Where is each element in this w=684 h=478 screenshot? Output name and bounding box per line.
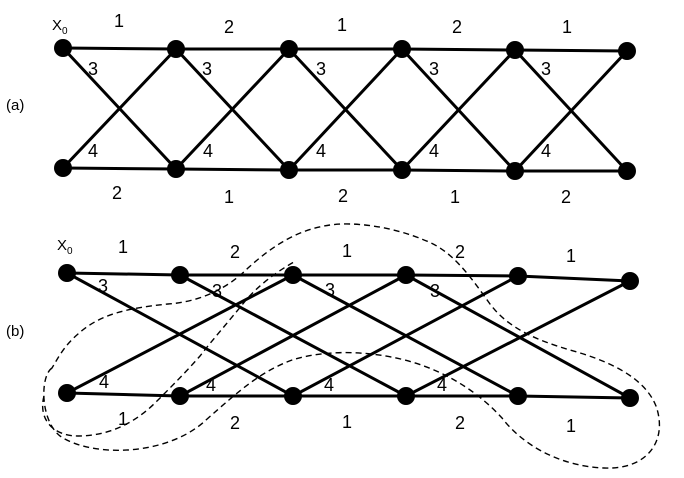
edge-label: 1 (337, 15, 347, 35)
edge-label: 3 (88, 59, 98, 79)
edge-label: 4 (541, 141, 551, 161)
node (393, 40, 411, 58)
node (506, 162, 524, 180)
panel-a-nodes (54, 39, 636, 180)
edge-label: 4 (324, 375, 334, 395)
node (284, 266, 302, 284)
edge (513, 48, 629, 53)
edge (404, 273, 632, 400)
edge-label: 2 (224, 17, 234, 37)
edge-label: 3 (541, 59, 551, 79)
node (54, 39, 72, 57)
edge-label: 1 (114, 11, 124, 31)
node (509, 267, 527, 285)
edge (404, 273, 520, 278)
edge-label: 3 (430, 281, 440, 301)
edge-label: 3 (202, 59, 212, 79)
edge-label: 2 (230, 242, 240, 262)
edge (516, 394, 632, 400)
node (171, 266, 189, 284)
node (393, 161, 411, 179)
edge-label: 2 (338, 186, 348, 206)
edge-label: 3 (325, 280, 335, 300)
edge-label: 2 (112, 183, 122, 203)
edge-label: 2 (561, 187, 571, 207)
panel-a-edges (61, 46, 629, 173)
edge (516, 274, 632, 283)
edge-label: 1 (224, 187, 234, 207)
node (280, 161, 298, 179)
node (54, 159, 72, 177)
panel-b-nodes (58, 264, 639, 407)
edge-label: 3 (212, 281, 222, 301)
edge-label: 1 (342, 412, 352, 432)
node (171, 387, 189, 405)
panel-b-edges (65, 271, 632, 400)
node (167, 40, 185, 58)
edge-label: 4 (429, 141, 439, 161)
edge-label: 1 (118, 237, 128, 257)
node (506, 41, 524, 59)
panel-a: (a) X0 (6, 11, 636, 207)
panel-a-label: (a) (6, 97, 24, 114)
edge-label: 4 (437, 375, 447, 395)
edge-label: 1 (562, 17, 572, 37)
node (58, 264, 76, 282)
edge-label: 2 (230, 413, 240, 433)
edge (65, 273, 295, 395)
edge (174, 47, 291, 171)
edge (513, 49, 629, 173)
edge-label: 2 (455, 242, 465, 262)
edge-label: 2 (452, 17, 462, 37)
edge (291, 274, 520, 398)
edge (404, 279, 632, 398)
edge-label: 4 (203, 141, 213, 161)
edge (61, 166, 178, 171)
edge (65, 271, 182, 277)
edge-label: 4 (206, 375, 216, 395)
node (509, 387, 527, 405)
edge (287, 47, 404, 172)
node (58, 384, 76, 402)
edge-label: 4 (99, 372, 109, 392)
panel-b: (b) X0 (6, 223, 661, 469)
edge-label: 4 (316, 141, 326, 161)
node (397, 266, 415, 284)
edge (65, 391, 182, 398)
edge-label: 1 (450, 187, 460, 207)
panel-b-start-label: X0 (57, 237, 73, 257)
node (280, 40, 298, 58)
edge (178, 273, 408, 398)
panel-b-label: (b) (6, 323, 24, 340)
node (618, 42, 636, 60)
edge (400, 47, 517, 52)
edge-label: 3 (98, 276, 108, 296)
edge-label: 1 (118, 409, 128, 429)
dashed-region-upper (43, 223, 661, 469)
edge-label: 2 (455, 413, 465, 433)
edge-label: 3 (316, 59, 326, 79)
edge-label: 4 (88, 141, 98, 161)
panel-a-start-label: X0 (52, 17, 68, 37)
edge-label: 1 (566, 246, 576, 266)
node (167, 160, 185, 178)
node (284, 387, 302, 405)
dashed-region-lower (42, 261, 295, 437)
edge (61, 47, 178, 170)
edge (400, 168, 517, 173)
node (397, 387, 415, 405)
edge (174, 167, 291, 172)
edge-label: 3 (429, 59, 439, 79)
node (618, 162, 636, 180)
edge-label: 1 (342, 241, 352, 261)
edge (61, 46, 178, 51)
edge (400, 48, 517, 172)
node (621, 272, 639, 290)
edge-label: 1 (566, 416, 576, 436)
node (621, 389, 639, 407)
